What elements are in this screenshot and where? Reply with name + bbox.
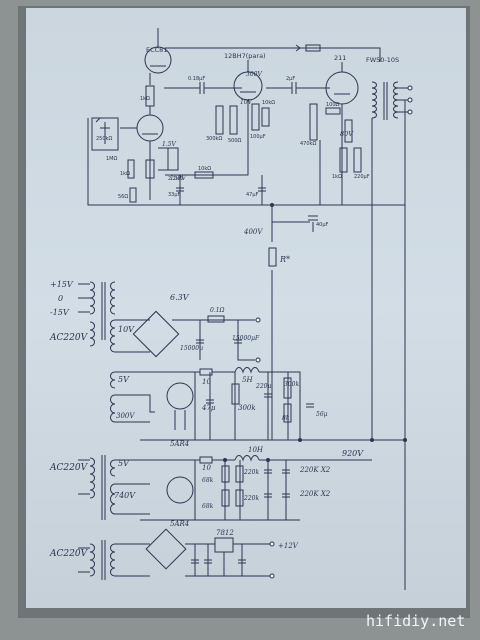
junction-dots	[223, 203, 407, 462]
label-cathode-voltage-10v: 10V	[240, 99, 253, 106]
label-plate-voltage-300v: 300V	[246, 71, 262, 78]
wiring	[78, 28, 413, 590]
label-r-cathode-top: 1kΩ	[140, 96, 150, 102]
label-psu2-choke: 5H	[242, 376, 253, 384]
label-psu2-sec-300v: 300V	[116, 412, 135, 420]
label-psu2-r-bleed: 300k	[238, 404, 256, 412]
label-supply-150v: 150V	[170, 175, 186, 182]
label-tap-zero: 0	[58, 294, 63, 303]
label-psu3-cap-label-1: 220K X2	[299, 466, 331, 474]
label-psu3-r-series: 10	[202, 464, 211, 472]
label-bias-pot: 100Ω	[326, 102, 340, 108]
label-power-r-grid: 470kΩ	[300, 141, 316, 147]
label-psu3-r-1: 68k	[202, 477, 214, 484]
label-filter-cap-40uf: 40μF	[316, 222, 329, 228]
label-psu4-v-out: +12V	[278, 542, 299, 550]
label-cathode-bias: 1.5V	[162, 141, 177, 148]
5ar4-lower-tube-symbol	[166, 476, 194, 504]
label-psu1-cap-2: 15000μF	[232, 335, 260, 342]
label-psu3-r-2: 68k	[202, 503, 214, 510]
output-transformer-primary	[371, 81, 377, 119]
label-psu2-r-series: 10	[202, 378, 211, 386]
label-ecc81: ECC81	[146, 46, 167, 54]
label-psu1-cap-1: 15000μ	[180, 345, 203, 352]
label-psu2-cap-1: 47μ	[201, 404, 216, 412]
label-driver-r-plate: 10kΩ	[262, 100, 275, 106]
label-psu2-rectifier: 5AR4	[170, 440, 189, 448]
label-cap-decouple-47: 47μF	[246, 192, 259, 198]
label-heater-6v3: 6.3V	[170, 293, 190, 302]
label-r-cathode-resistor: 2.2kΩ	[168, 176, 183, 182]
label-12bh7: 12BH7(para)	[224, 52, 266, 60]
label-psu2-heater-5v: 5V	[118, 375, 130, 384]
label-cap-decouple-33: 33μF	[168, 192, 181, 198]
label-psu2-cap-2: 220μ	[255, 383, 271, 390]
label-psu2-cap-out: 56μ	[316, 411, 328, 418]
label-r-star: R*	[279, 255, 290, 264]
label-psu1-ac-in: AC220V	[49, 333, 89, 343]
label-psu3-cap-label-2: 220K X2	[299, 490, 331, 498]
label-psu2-r-div-bot: 8k	[282, 415, 290, 422]
label-coupling-cap-2uf: 2μF	[286, 76, 295, 82]
label-r-grid: 1MΩ	[106, 156, 117, 162]
label-psu2-r-div-top: 300k	[284, 381, 299, 388]
label-psu3-heater-5v: 5V	[118, 459, 130, 468]
label-tap-minus15v: -15V	[50, 308, 70, 317]
label-psu3-ac-in: AC220V	[49, 463, 89, 473]
label-r-cathode-bottom: 1kΩ	[120, 171, 130, 177]
label-power-cap-cathode: 220μF	[354, 174, 370, 180]
label-r-load: 56Ω	[118, 194, 128, 200]
label-driver-r-cathode: 500Ω	[228, 138, 242, 144]
label-driver-cap-bypass: 100μF	[250, 134, 266, 140]
label-pot: 250kΩ	[96, 136, 112, 142]
label-b-plus-400v: 400V	[243, 228, 263, 236]
label-psu3-r-3: 220k	[243, 469, 259, 476]
5ar4-upper-tube-symbol	[166, 382, 194, 410]
label-psu3-sec-740v: 740V	[114, 491, 136, 500]
watermark: hifidiy.net	[366, 612, 465, 630]
label-psu3-r-4: 220k	[243, 495, 259, 502]
label-psu3-rectifier: 5AR4	[170, 520, 189, 528]
label-psu3-b-plus-920v: 920V	[342, 449, 364, 458]
label-psu3-choke: 10H	[248, 446, 264, 454]
label-driver-r-grid: 300kΩ	[206, 136, 222, 142]
label-psu4-ac-in: AC220V	[49, 549, 89, 559]
label-r-decouple: 10kΩ	[198, 166, 211, 172]
label-psu1-sec-10v: 10V	[118, 325, 135, 334]
label-coupling-cap-018: 0.18μF	[188, 76, 205, 82]
label-psu1-r-filter: 0.1Ω	[210, 307, 225, 314]
label-211: 211	[334, 54, 346, 62]
label-tap-plus15v: +15V	[50, 280, 74, 289]
label-bias-voltage-80v: 80V	[340, 130, 354, 138]
paper-sheet	[26, 8, 466, 608]
label-power-r-cathode: 1kΩ	[332, 174, 342, 180]
label-psu4-regulator: 7812	[216, 529, 234, 537]
label-output-transformer: FW50-10S	[366, 56, 399, 64]
